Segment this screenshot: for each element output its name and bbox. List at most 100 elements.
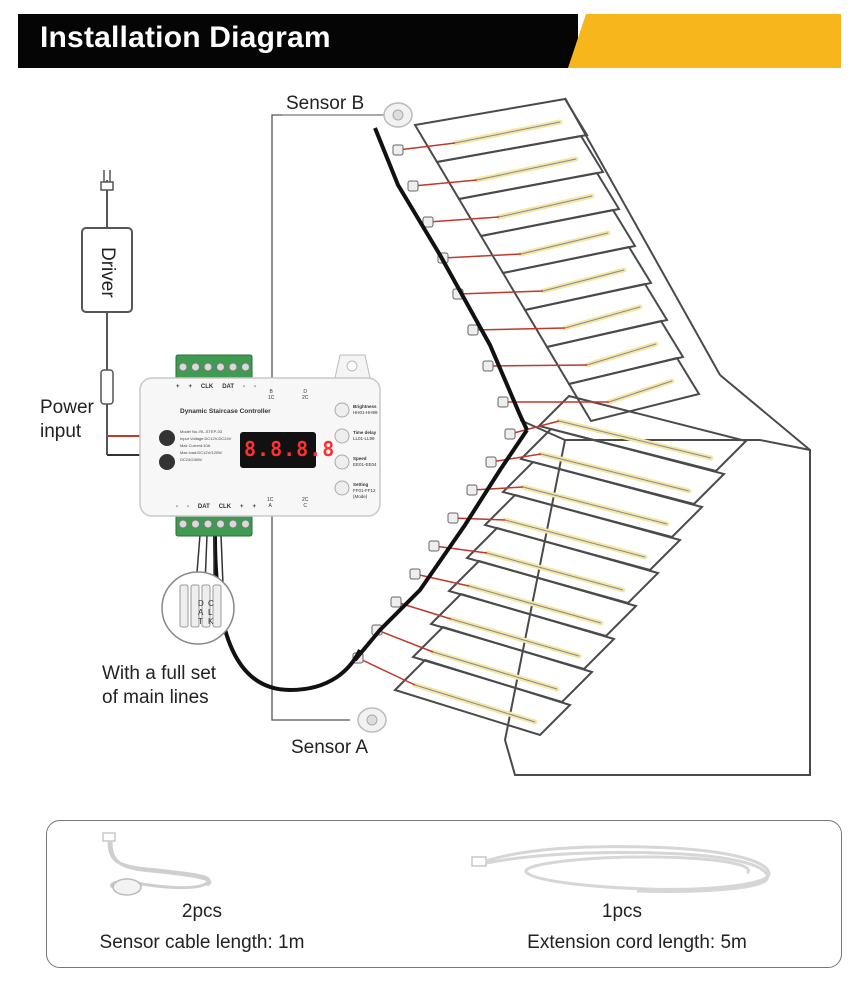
stair-tread	[457, 171, 621, 238]
splice-connector	[504, 428, 516, 440]
led-strip-edge	[520, 232, 609, 255]
port-label: D	[303, 389, 308, 395]
terminal-screw	[228, 519, 238, 529]
terminal-screw	[178, 362, 188, 372]
button-range: FF01-FF12 (Mode)	[353, 488, 376, 499]
connector-letter: D	[198, 599, 204, 608]
main-cable	[213, 534, 362, 693]
button-label: Setting	[353, 482, 369, 487]
stair-rail	[564, 97, 721, 376]
splice-connector	[390, 596, 402, 608]
spec-line: Model No.:RL-STEP-03	[180, 429, 223, 434]
terminal-screw	[178, 519, 188, 529]
strip-wire	[357, 657, 416, 686]
led-strip-edge	[468, 585, 602, 624]
strip-wire	[433, 545, 488, 554]
stair-tread	[519, 427, 726, 506]
led-strip-edge	[558, 420, 712, 459]
terminal-label: +	[176, 384, 180, 390]
led-strip-edge	[414, 684, 536, 723]
spec-line: Input Voltage:DC12V-DC24V	[180, 436, 232, 441]
plug-icon	[100, 170, 114, 191]
stair-tread	[429, 592, 616, 671]
sensor-a-wire	[271, 498, 350, 721]
port-label: 1C	[267, 497, 274, 503]
led-strip-edge	[432, 651, 558, 690]
controller	[139, 354, 381, 537]
led-strip-edge	[498, 195, 593, 218]
header-black-bar	[18, 14, 578, 68]
sensor-cable-image	[102, 832, 212, 896]
button-label: Speed	[353, 456, 367, 461]
page-title: Installation Diagram	[40, 21, 331, 54]
terminal-label: +	[188, 384, 192, 390]
terminal-screw	[203, 362, 213, 372]
staircase	[393, 97, 811, 776]
power-input-line: Power	[40, 397, 94, 418]
terminal-label: -	[176, 504, 178, 510]
power-input-label: Power input	[40, 396, 94, 444]
sensor-b-label: Sensor B	[286, 93, 365, 114]
port-sublabel: C	[303, 503, 308, 509]
main-lines-line: With a full set	[102, 663, 217, 684]
accessories-box: 2pcs Sensor cable length: 1m 1pcs Extens…	[46, 820, 842, 968]
stair-tread	[393, 658, 572, 737]
driver-label: Driver	[97, 247, 118, 298]
port-label: B	[269, 389, 273, 395]
sensor-cable-qty: 2pcs	[181, 901, 223, 922]
spec-line: Max load:DC12V/120W	[180, 450, 222, 455]
stair-tread	[567, 356, 701, 423]
spec-line: Max Current:10A	[180, 443, 211, 448]
splice-connector	[392, 144, 404, 156]
sensor-cable-desc: Sensor cable length: 1m	[99, 932, 305, 953]
led-strip-edge	[540, 453, 690, 492]
button-label: Brightness	[353, 404, 377, 409]
controller-specs: Model No.:RL-STEP-03 Input Voltage:DC12V…	[180, 428, 231, 463]
stair-tread	[523, 282, 669, 349]
led-strip-edge	[564, 306, 641, 329]
main-lines-line: of main lines	[102, 687, 209, 708]
led-strip-edge	[542, 269, 625, 292]
extension-cord-desc: Extension cord length: 5m	[527, 932, 747, 953]
led-strip-edge	[476, 158, 577, 181]
terminal-screw	[241, 519, 250, 529]
stair-tread	[545, 319, 685, 386]
splice-connector	[407, 180, 419, 192]
controller-name: Dynamic Staircase Controller	[180, 408, 271, 415]
terminal-label: -	[253, 384, 256, 390]
port-sublabel: 2C	[302, 395, 309, 401]
connector-letter: A	[198, 608, 204, 617]
terminal-screw	[191, 362, 200, 372]
connector-letter: L	[208, 608, 213, 617]
power-input-line: input	[40, 421, 82, 442]
terminal-screw	[191, 519, 200, 529]
port-sublabel: A	[268, 503, 272, 509]
strip-wire	[457, 290, 544, 295]
terminal-label: CLK	[218, 504, 232, 510]
port-a-label: 1C A	[267, 497, 273, 509]
led-strip-edge	[450, 618, 580, 657]
led-strip-edge	[608, 380, 673, 403]
sensor-a	[357, 707, 387, 733]
led-strip-edge	[586, 343, 657, 366]
splice-connector	[482, 360, 494, 372]
header-yellow-bar	[568, 14, 841, 68]
strip-wire	[472, 327, 566, 331]
sensor-b-wire	[271, 114, 282, 378]
connector-letter: C	[208, 599, 214, 608]
led-strips	[352, 119, 714, 725]
terminal-screw	[216, 519, 225, 529]
stair-tread	[479, 208, 637, 275]
button-label: Time delay	[353, 430, 377, 435]
button-range: HH01-HH99	[353, 410, 378, 415]
port-sublabel: 1C	[268, 395, 275, 401]
strip-wire	[452, 517, 506, 521]
terminal-label: DAT	[222, 384, 235, 390]
strip-wire	[490, 453, 542, 463]
led-strip-edge	[522, 486, 668, 525]
stair-tread	[411, 625, 594, 704]
installation-diagram: D A T C L K	[81, 97, 811, 776]
